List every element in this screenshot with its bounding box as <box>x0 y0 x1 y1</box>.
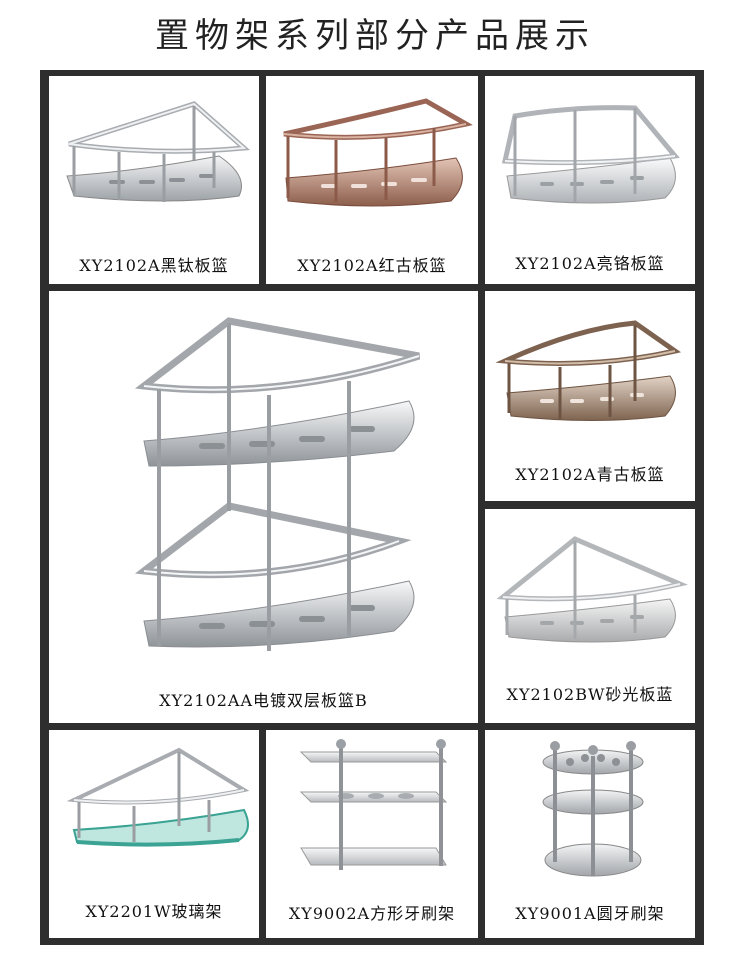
product-card-bright-chrome[interactable]: XY2102A亮铬板篮 <box>485 76 695 284</box>
corner-basket-image <box>66 101 250 202</box>
product-caption: XY2102A亮铬板篮 <box>515 254 665 273</box>
product-caption: XY2102A黑钛板篮 <box>79 256 229 275</box>
product-card-double-layer[interactable]: XY2102AA电镀双层板篮B <box>49 291 478 723</box>
product-card-brushed[interactable]: XY2102BW砂光板蓝 <box>485 509 695 723</box>
product-caption: XY9001A圆牙刷架 <box>515 904 665 923</box>
product-caption: XY9002A方形牙刷架 <box>288 904 456 923</box>
product-caption: XY2102A红古板篮 <box>297 256 447 275</box>
page-title: 置物架系列部分产品展示 <box>155 16 595 56</box>
product-card-black-titanium[interactable]: XY2102A黑钛板篮 <box>49 76 259 284</box>
product-caption: XY2201W玻璃架 <box>85 902 223 921</box>
corner-basket-image <box>495 320 682 421</box>
product-card-round-toothbrush[interactable]: XY9001A圆牙刷架 <box>485 730 695 938</box>
round-toothbrush-holder-image <box>542 741 644 877</box>
product-caption: XY2102AA电镀双层板篮B <box>159 691 368 710</box>
double-layer-basket-image <box>134 317 421 651</box>
product-card-square-toothbrush[interactable]: XY9002A方形牙刷架 <box>266 730 478 938</box>
product-caption: XY2102A青古板篮 <box>515 465 665 484</box>
product-card-green-antique[interactable]: XY2102A青古板篮 <box>485 291 695 501</box>
product-card-red-antique[interactable]: XY2102A红古板篮 <box>266 76 478 284</box>
corner-basket-image <box>496 536 688 643</box>
corner-basket-image <box>283 98 473 207</box>
square-toothbrush-holder-image <box>299 739 448 870</box>
corner-basket-image <box>501 105 680 204</box>
product-card-glass[interactable]: XY2201W玻璃架 <box>49 730 259 938</box>
glass-shelf-image <box>66 747 250 847</box>
product-grid: XY2102A黑钛板篮 XY2102A红古板篮 XY2102A亮铬板篮 <box>40 70 704 945</box>
product-caption: XY2102BW砂光板蓝 <box>506 685 674 704</box>
